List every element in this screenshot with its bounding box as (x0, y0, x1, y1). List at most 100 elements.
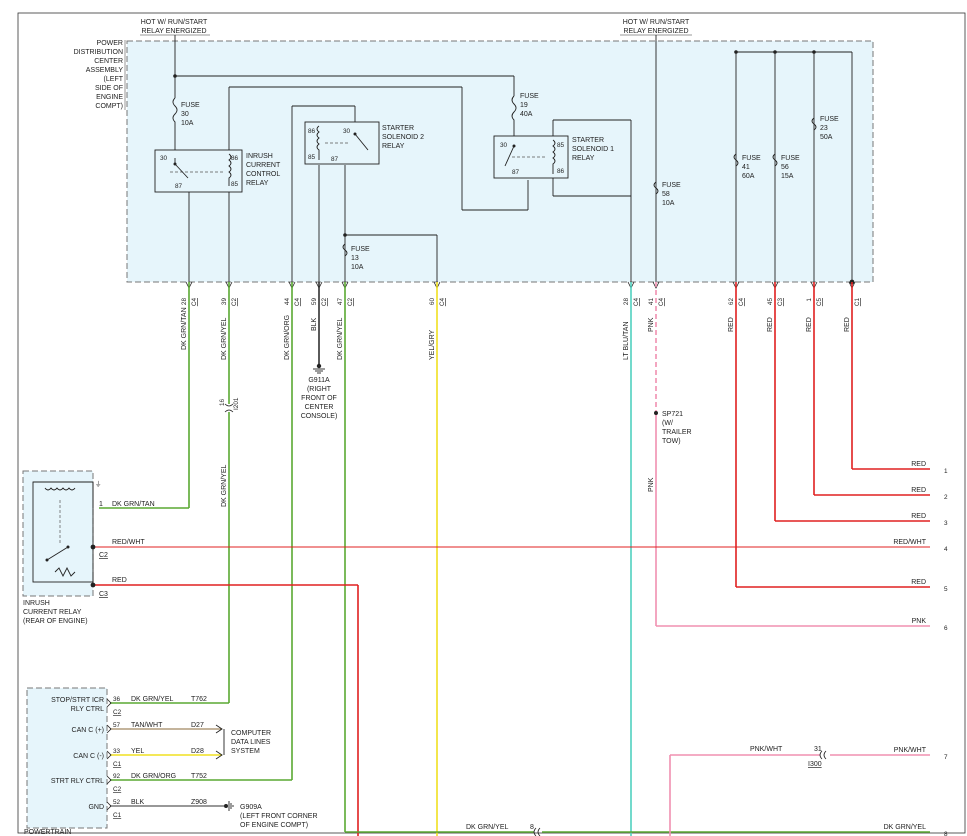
pdc-pin-connector: C2 (231, 298, 238, 307)
pcm-pin-arrow (106, 775, 112, 785)
outer-frame (17, 12, 966, 834)
svg-text:SOLENOID 1: SOLENOID 1 (572, 146, 614, 153)
inrush-c2: C2 (99, 552, 108, 559)
pcm-pin-arrow (106, 698, 112, 708)
splice-i201: 16 I201 (219, 397, 240, 413)
svg-text:85: 85 (231, 181, 239, 188)
right-wire-color: PNK/WHT (894, 747, 927, 754)
svg-text:FUSE: FUSE (781, 155, 800, 162)
wire-color-label: PNK (648, 477, 655, 492)
svg-text:ASSEMBLY: ASSEMBLY (86, 67, 124, 74)
svg-text:85: 85 (308, 154, 316, 161)
svg-text:COMPT): COMPT) (95, 103, 123, 110)
pcm-pin: 36 (113, 696, 121, 703)
hot-left-label-1: HOT W/ RUN/START (141, 19, 208, 26)
pcm-pin: 33 (113, 748, 121, 755)
svg-text:RELAY: RELAY (572, 155, 595, 162)
svg-text:87: 87 (512, 169, 520, 176)
svg-text:PNK/WHT: PNK/WHT (750, 746, 783, 753)
svg-text:FUSE: FUSE (520, 93, 539, 100)
vertical-wires (188, 282, 853, 836)
svg-text:DISTRIBUTION: DISTRIBUTION (74, 49, 123, 56)
wire-color-label: DK GRN/YEL (221, 317, 228, 360)
right-wire-color: RED (911, 579, 926, 586)
starter-solenoid-1-relay: 30 85 87 86 (493, 135, 569, 179)
inrush-current-relay: ⏚ (22, 470, 101, 597)
pdc-pin-number: 28 (181, 298, 188, 306)
pcm-circuit: D28 (191, 748, 204, 755)
inrush-c3-wire: RED (112, 577, 127, 584)
svg-text:30: 30 (160, 155, 168, 162)
right-wire-number: 7 (944, 754, 948, 761)
svg-text:SP721: SP721 (662, 411, 683, 418)
bottom-dkgrnyel-connector: DK GRN/YEL 8 (466, 824, 541, 836)
pdc-pin-connector: C4 (658, 298, 665, 307)
svg-text:DATA LINES: DATA LINES (231, 739, 271, 746)
svg-text:10A: 10A (351, 264, 364, 271)
pdc-internal-wiring (174, 35, 853, 282)
pdc-pin-connector: C1 (854, 298, 861, 307)
fuse-symbols (172, 95, 817, 257)
svg-text:86: 86 (557, 168, 565, 175)
pdc-pin-number: 62 (728, 298, 735, 306)
svg-text:SOLENOID 2: SOLENOID 2 (382, 134, 424, 141)
svg-text:FUSE: FUSE (662, 182, 681, 189)
svg-text:DK GRN/YEL: DK GRN/YEL (466, 824, 509, 831)
pcm-pin-arrow (106, 750, 112, 760)
svg-text:CURRENT: CURRENT (246, 162, 281, 169)
wire-color-label: YEL/GRY (429, 329, 436, 360)
right-wire-number: 5 (944, 586, 948, 593)
inrush-control-relay: 30 86 87 85 (154, 149, 243, 193)
svg-text:50A: 50A (820, 134, 833, 141)
wire-color-label: DK GRN/YEL (221, 464, 228, 507)
pdc-pin-connector: C4 (439, 298, 446, 307)
wire-color-label: DK GRN/TAN (181, 307, 188, 350)
pdc-pin-connector: C3 (777, 298, 784, 307)
svg-text:RELAY: RELAY (382, 143, 405, 150)
svg-text:15A: 15A (781, 173, 794, 180)
pcm-circuit: T752 (191, 773, 207, 780)
pcm-pin: 52 (113, 799, 121, 806)
pcm-conn: C2 (113, 709, 122, 716)
pcm-row-label: CAN C (+) (72, 727, 104, 734)
pdc-pin-number: 39 (221, 298, 228, 306)
pdc-pin-number: 1 (806, 298, 813, 302)
right-wire-number: 6 (944, 625, 948, 632)
svg-text:I300: I300 (808, 761, 822, 768)
svg-text:TOW): TOW) (662, 438, 681, 445)
svg-text:40A: 40A (520, 111, 533, 118)
svg-text:OF ENGINE COMPT): OF ENGINE COMPT) (240, 822, 308, 829)
svg-text:85: 85 (557, 142, 565, 149)
pdc-pin-connector: C4 (633, 298, 640, 307)
svg-text:31: 31 (814, 746, 822, 753)
right-wire-color: DK GRN/YEL (884, 824, 927, 831)
svg-text:RELAY: RELAY (246, 180, 269, 187)
right-wire-number: 2 (944, 494, 948, 501)
svg-text:CURRENT RELAY: CURRENT RELAY (23, 609, 82, 616)
hot-left-label-2: RELAY ENERGIZED (141, 28, 206, 35)
svg-text:58: 58 (662, 191, 670, 198)
svg-text:(LEFT FRONT CORNER: (LEFT FRONT CORNER (240, 813, 318, 820)
pcm-pin: 57 (113, 722, 121, 729)
svg-text:10A: 10A (181, 120, 194, 127)
pdc-pin-connector: C4 (191, 298, 198, 307)
svg-text:SYSTEM: SYSTEM (231, 748, 260, 755)
svg-text:23: 23 (820, 125, 828, 132)
svg-text:G909A: G909A (240, 804, 262, 811)
pcm-wire-color: BLK (131, 799, 145, 806)
wire-color-label: BLK (311, 317, 318, 331)
svg-text:FUSE: FUSE (351, 246, 370, 253)
inrush-pin1-wire: DK GRN/TAN (112, 501, 155, 508)
svg-text:FUSE: FUSE (181, 102, 200, 109)
wire-color-label: RED (767, 317, 774, 332)
svg-text:13: 13 (351, 255, 359, 262)
svg-text:41: 41 (742, 164, 750, 171)
svg-text:30: 30 (500, 142, 508, 149)
pdc-pin-number: 41 (648, 298, 655, 306)
